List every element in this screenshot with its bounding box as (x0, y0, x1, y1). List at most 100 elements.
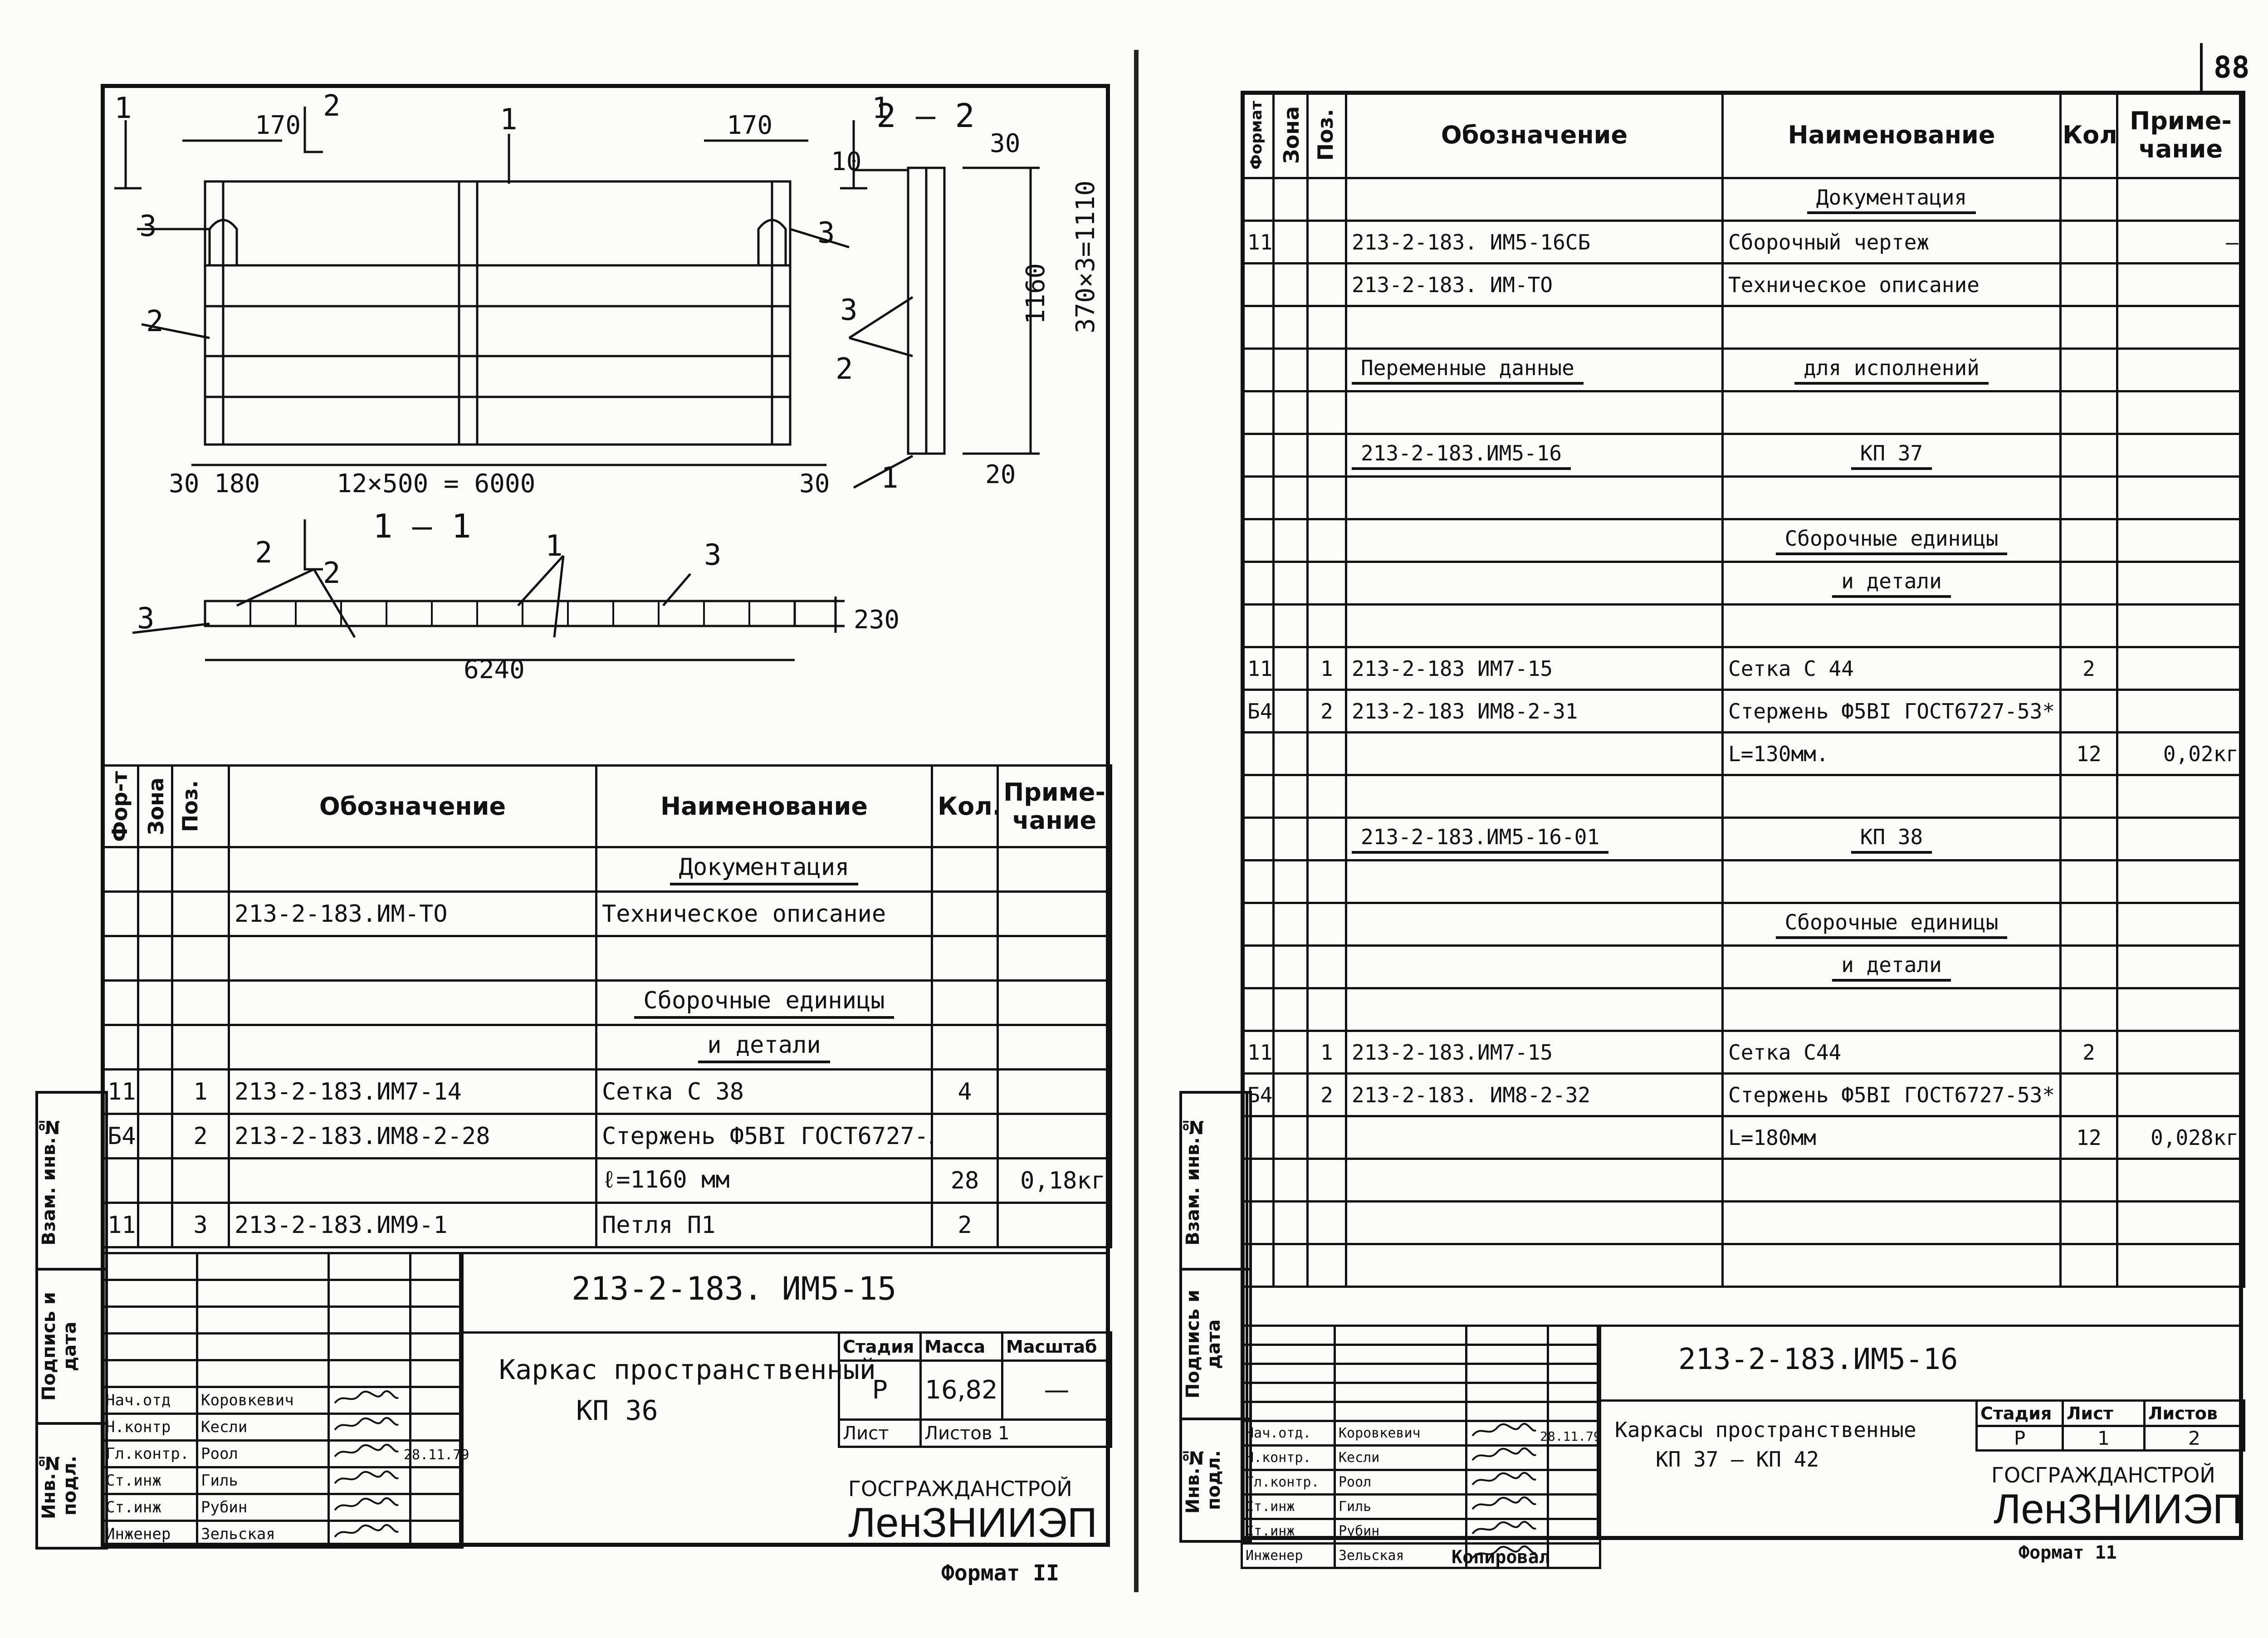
spec-cell-designation (1345, 603, 1724, 648)
spec-cell-format: Б4 (1241, 689, 1275, 733)
title-block-empty-row (1241, 1344, 1601, 1365)
col-header-pos: Поз. (1313, 109, 1338, 161)
spec-cell-qty-text: 2 (2082, 656, 2095, 681)
spec-cell-pos (171, 890, 230, 937)
stage-label: Стадия (838, 1331, 922, 1362)
spec-cell-designation-text: Переменные данные (1352, 356, 1584, 385)
date-cell (409, 1413, 464, 1442)
spec-cell-pos (171, 1157, 230, 1204)
spec-cell-pos-text: 1 (1320, 1040, 1333, 1065)
spec-cell-qty (2059, 902, 2118, 947)
spec-cell-pos: 1 (1306, 646, 1347, 691)
spec-cell-qty (2059, 1200, 2118, 1245)
spec-cell-pos (1306, 177, 1347, 222)
spec-cell-zone (1272, 987, 1309, 1032)
spec-cell-qty (931, 935, 999, 982)
spec-cell-designation: Переменные данные (1345, 347, 1724, 392)
spec-cell-note (2116, 262, 2245, 307)
pos-label-2: 2 (836, 352, 853, 386)
spec-cell-qty (2059, 987, 2118, 1032)
col-header-pos: Поз. (178, 780, 202, 832)
spec-cell-name-text: Сборочные единицы (1775, 910, 2008, 939)
spec-cell-designation (1345, 731, 1724, 776)
spec-cell-note-text: 0,02кг (2163, 741, 2239, 766)
leader-2 (141, 323, 210, 339)
person-name: Коровкевич (196, 1386, 330, 1415)
spec-cell-qty-text: 2 (958, 1211, 972, 1239)
person-name: Гиль (1334, 1493, 1467, 1520)
spec-cell-pos-text: 1 (193, 1078, 208, 1105)
signature-cell (327, 1466, 411, 1495)
spec-cell-designation (1345, 902, 1724, 947)
spec-cell-designation: 213-2-183.ИМ5-16 (1345, 433, 1724, 478)
role-label: Гл.контр. (1241, 1469, 1336, 1496)
spec-cell-zone (1272, 817, 1309, 861)
right-doc-code: 213-2-183.ИМ5-16 (1678, 1343, 1958, 1376)
spec-cell-zone (1272, 390, 1309, 435)
spec-cell-name-text: КП 38 (1851, 825, 1932, 854)
spec-cell-qty (2059, 1072, 2118, 1117)
dim-span: 12×500 = 6000 (337, 469, 535, 499)
cut-arrow-1-left (114, 120, 142, 190)
spec-cell-pos-text: 2 (193, 1122, 208, 1150)
spec-row: и детали (101, 1024, 1112, 1071)
section-22-title: 2 — 2 (876, 97, 975, 135)
spec-cell-pos (1306, 817, 1347, 861)
leader-3-right (790, 228, 850, 249)
spec-cell-note (997, 979, 1112, 1026)
signature-scribble (334, 1417, 399, 1430)
date-cell (409, 1520, 464, 1549)
role-label: Н.контр. (1241, 1444, 1336, 1471)
mass-label: Масса (919, 1331, 1003, 1362)
cut-mark-2: 2 (323, 557, 341, 590)
spec-cell-pos-text: 2 (1320, 699, 1333, 724)
role-label: Инженер (1241, 1542, 1336, 1569)
spec-row: и детали (1241, 561, 2245, 606)
spec-row (1241, 305, 2245, 350)
title-block-signature-row: Гл.контр.Роол (1241, 1469, 1601, 1496)
spec-cell-note (2116, 774, 2245, 819)
spec-cell-format (1241, 817, 1275, 861)
spec-cell-zone (1272, 603, 1309, 648)
spec-cell-pos (1306, 774, 1347, 819)
spec-cell-name-text: КП 37 (1851, 441, 1932, 470)
spec-cell-zone (1272, 859, 1309, 904)
spec-cell-name (1721, 859, 2062, 904)
spec-cell-designation (1345, 944, 1724, 989)
spec-cell-format: 11 (101, 1202, 139, 1248)
spec-cell-zone (1272, 1072, 1309, 1117)
spec-cell-pos-text: 3 (193, 1211, 208, 1239)
spec-cell-name: Стержень Ф5ВI ГОСТ6727-53* (595, 1113, 933, 1159)
spec-cell-format-text: Б4 (1247, 699, 1273, 724)
spec-cell-designation-text: 213-2-183. ИМ5-16СБ (1352, 230, 1591, 254)
spec-cell-name: Сетка С 44 (1721, 646, 2062, 691)
spec-cell-designation (1345, 1115, 1724, 1160)
spec-cell-qty (2059, 689, 2118, 733)
spec-cell-format (1241, 347, 1275, 392)
spec-cell-qty-text: 4 (958, 1078, 972, 1105)
spec-cell-pos (1306, 220, 1347, 264)
sheet-label: Лист (838, 1418, 922, 1448)
pos-label-1: 1 (545, 529, 563, 563)
spec-cell-format (101, 935, 139, 982)
spec-cell-qty: 2 (2059, 646, 2118, 691)
cut-mark-2: 2 (323, 89, 341, 123)
col-header-zone: Зона (1279, 106, 1304, 164)
spec-cell-pos-text: 2 (1320, 1082, 1333, 1107)
spec-cell-zone (1272, 220, 1309, 264)
spec-cell-zone (1272, 1115, 1309, 1160)
dim-h230: 230 (854, 605, 899, 635)
page-number-rule (2200, 43, 2203, 93)
signature-scribble (334, 1443, 399, 1457)
spec-cell-name: Стержень Ф5ВI ГОСТ6727-53* (1721, 689, 2062, 733)
right-product-name: Каркасы пространственные (1615, 1418, 1916, 1442)
spec-cell-zone (137, 935, 173, 982)
spec-cell-qty-text: 12 (2076, 741, 2102, 766)
spec-cell-pos (1306, 1200, 1347, 1245)
spec-cell-name (1721, 1243, 2062, 1288)
